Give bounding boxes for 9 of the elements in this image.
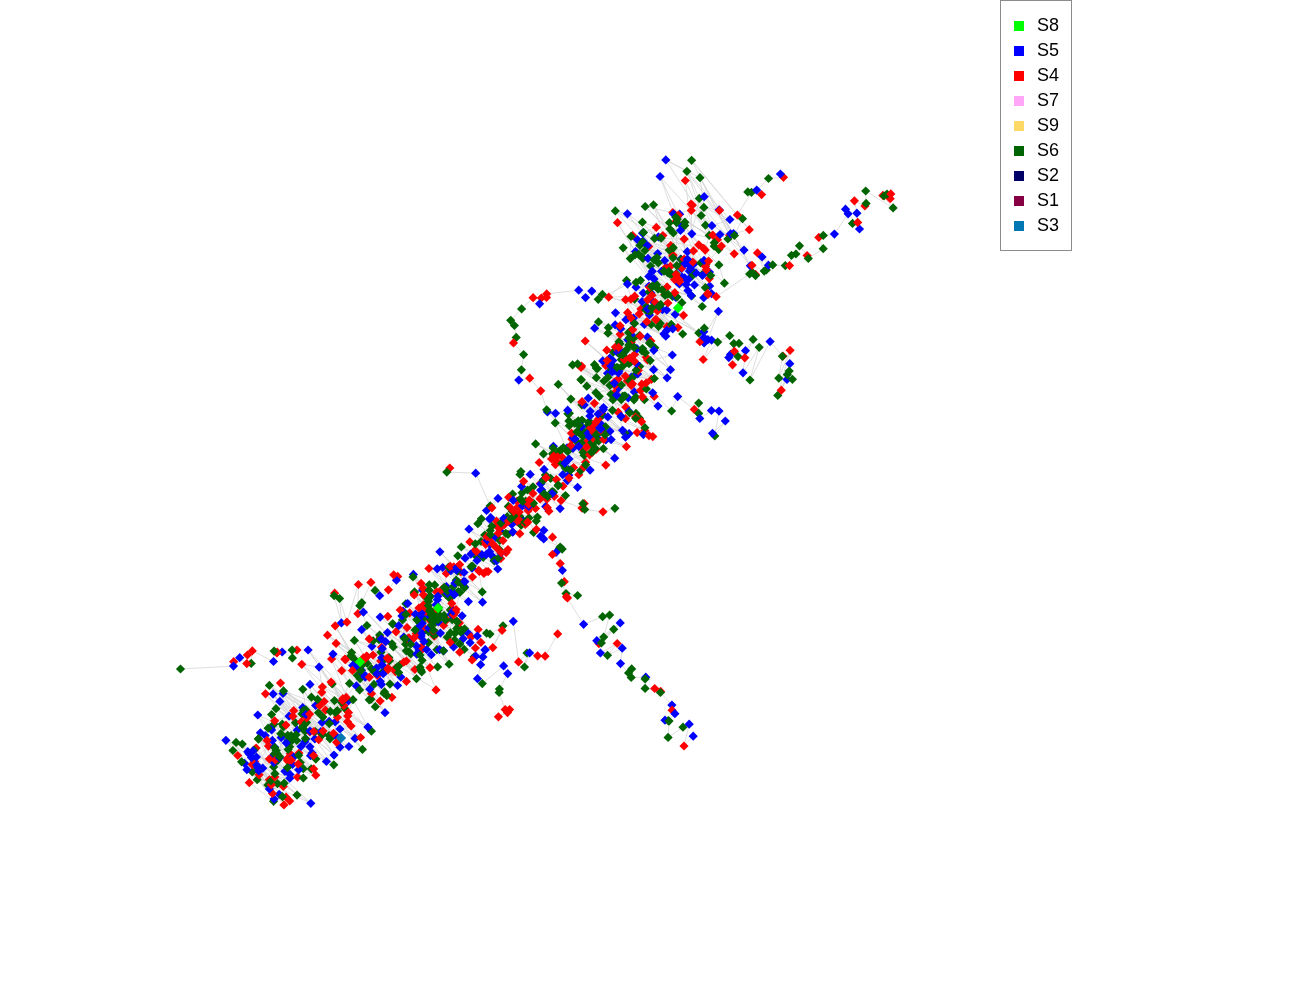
legend-label: S3 xyxy=(1037,215,1060,235)
legend-label: S2 xyxy=(1037,165,1060,185)
legend-label: S5 xyxy=(1037,40,1060,60)
legend-label: S8 xyxy=(1037,15,1060,35)
legend-label: S1 xyxy=(1037,190,1060,210)
legend-label: S6 xyxy=(1037,140,1060,160)
legend-label: S4 xyxy=(1037,65,1060,85)
legend-label: S7 xyxy=(1037,90,1060,110)
legend-label: S9 xyxy=(1037,115,1060,135)
